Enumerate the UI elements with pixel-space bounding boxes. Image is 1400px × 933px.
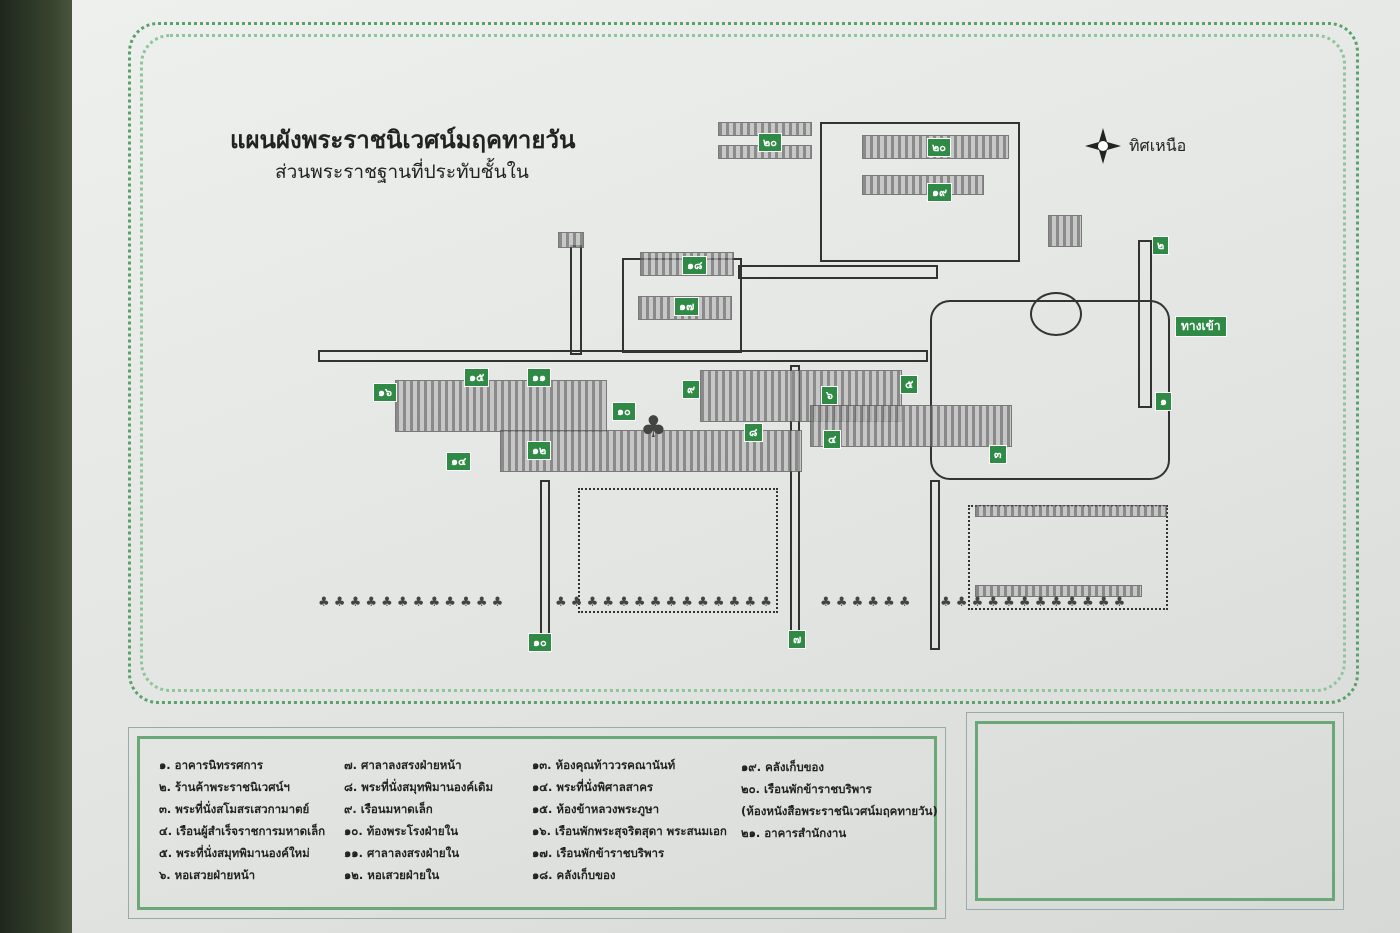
map-marker-7[interactable]: ๗	[788, 630, 807, 649]
map-marker-4[interactable]: ๔	[823, 430, 842, 449]
compass-icon	[1085, 128, 1121, 164]
legend-item: ๓. พระที่นั่งสโมสรเสวกามาตย์	[159, 802, 310, 816]
map-marker-12[interactable]: ๑๒	[527, 441, 552, 460]
tree-row: ♣ ♣ ♣ ♣ ♣ ♣	[820, 595, 911, 610]
map-marker-10[interactable]: ๑๐	[612, 402, 636, 421]
legend-item: ๗. ศาลาลงสรงฝ่ายหน้า	[344, 758, 462, 772]
map-marker-16[interactable]: ๑๖	[373, 383, 397, 402]
legend-item: ๑๖. เรือนพักพระสุจริตสุดา พระสนมเอก	[532, 824, 727, 838]
legend-column-1: ๑. อาคารนิทรรศการ ๒. ร้านค้าพระราชนิเวศน…	[159, 754, 325, 886]
legend-item: ๑๑. ศาลาลงสรงฝ่ายใน	[344, 846, 460, 860]
tree-row: ♣ ♣ ♣ ♣ ♣ ♣ ♣ ♣ ♣ ♣ ♣ ♣	[318, 595, 504, 610]
map-marker-8[interactable]: ๘	[744, 423, 763, 442]
legend-item: ๑. อาคารนิทรรศการ	[159, 758, 264, 772]
map-marker-18[interactable]: ๑๘	[682, 256, 708, 275]
map-title: แผนผังพระราชนิเวศน์มฤคทายวัน	[230, 126, 576, 154]
map-marker-2[interactable]: ๒	[1152, 236, 1170, 255]
tree: ♣	[640, 410, 667, 445]
tree-row: ♣ ♣ ♣ ♣ ♣ ♣ ♣ ♣ ♣ ♣ ♣ ♣	[940, 595, 1126, 610]
legend-item: ๕. พระที่นั่งสมุทพิมานองค์ใหม่	[159, 846, 310, 860]
legend-column-4: ๑๙. คลังเก็บของ ๒๐. เรือนพักข้าราชบริพาร…	[741, 756, 938, 844]
legend-item: ๑๓. ห้องคุณท้าววรคณานันท์	[532, 758, 676, 772]
map-marker-1[interactable]: ๑	[1155, 392, 1172, 411]
legend-item: ๒๐. เรือนพักข้าราชบริพาร	[741, 782, 872, 796]
legend-column-2: ๗. ศาลาลงสรงฝ่ายหน้า ๘. พระที่นั่งสมุทพิ…	[344, 754, 493, 886]
map-marker-10b[interactable]: ๑๐	[528, 633, 552, 652]
legend-item: ๙. เรือนมหาดเล็ก	[344, 802, 433, 816]
map-subtitle: ส่วนพระราชฐานที่ประทับชั้นใน	[275, 161, 529, 183]
legend-item: ๒๑. อาคารสำนักงาน	[741, 826, 847, 840]
map-marker-9[interactable]: ๙	[682, 380, 701, 399]
map-marker-15[interactable]: ๑๕	[464, 368, 490, 387]
map-marker-6[interactable]: ๖	[821, 386, 838, 405]
map-marker-11[interactable]: ๑๑	[527, 368, 551, 387]
blank-panel	[966, 712, 1344, 910]
legend-item: ๑๗. เรือนพักข้าราชบริพาร	[532, 846, 665, 860]
legend-item: ๑๔. พระที่นั่งพิศาลสาคร	[532, 780, 654, 794]
map-marker-20b[interactable]: ๒๐	[927, 138, 951, 157]
legend-item: (ห้องหนังสือพระราชนิเวศน์มฤคทายวัน)	[741, 804, 938, 818]
legend-item: ๒. ร้านค้าพระราชนิเวศน์ฯ	[159, 780, 290, 794]
legend-item: ๑๘. คลังเก็บของ	[532, 868, 616, 882]
legend-item: ๔. เรือนผู้สำเร็จราชการมหาดเล็ก	[159, 824, 326, 838]
legend-column-3: ๑๓. ห้องคุณท้าววรคณานันท์ ๑๔. พระที่นั่ง…	[532, 754, 727, 886]
legend-item: ๖. หอเสวยฝ่ายหน้า	[159, 868, 256, 882]
tree-row: ♣ ♣ ♣ ♣ ♣ ♣ ♣ ♣ ♣ ♣ ♣ ♣ ♣ ♣	[555, 595, 772, 610]
entrance-marker[interactable]: ทางเข้า	[1175, 316, 1227, 337]
map-marker-19[interactable]: ๑๙	[927, 183, 953, 202]
legend-item: ๑๐. ท้องพระโรงฝ่ายใน	[344, 824, 459, 838]
map-marker-14[interactable]: ๑๔	[446, 452, 472, 471]
map-marker-20[interactable]: ๒๐	[758, 133, 782, 152]
north-indicator: ทิศเหนือ	[1085, 128, 1186, 164]
map-marker-3[interactable]: ๓	[989, 445, 1007, 464]
legend-panel: ๑. อาคารนิทรรศการ ๒. ร้านค้าพระราชนิเวศน…	[128, 727, 946, 919]
map-marker-5[interactable]: ๕	[900, 375, 919, 394]
legend-item: ๑๙. คลังเก็บของ	[741, 760, 825, 774]
north-label: ทิศเหนือ	[1129, 135, 1187, 155]
legend-item: ๘. พระที่นั่งสมุทพิมานองค์เดิม	[344, 780, 494, 794]
map-marker-17[interactable]: ๑๗	[674, 297, 700, 316]
legend-item: ๑๒. หอเสวยฝ่ายใน	[344, 868, 440, 882]
legend-item: ๑๕. ห้องข้าหลวงพระภูษา	[532, 802, 660, 816]
